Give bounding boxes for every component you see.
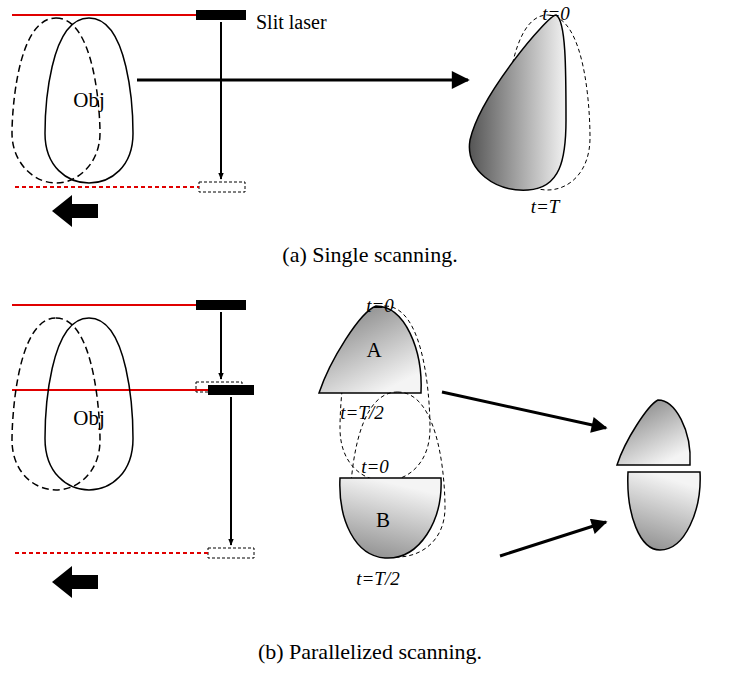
part-label: A: [366, 340, 381, 361]
part-label: B: [376, 510, 390, 531]
object-label: Obj: [73, 408, 105, 429]
laser-end-box: [199, 182, 245, 192]
laser-line: [12, 304, 196, 306]
scan-arrow: [230, 397, 232, 545]
shape-outline: [45, 318, 133, 490]
laser-line: [12, 14, 196, 16]
object-outline: Obj: [45, 318, 133, 490]
merge-arrow: [442, 392, 606, 428]
time-label: t=0: [542, 4, 570, 23]
parallel-scan-setup: [12, 300, 700, 598]
shape-path: [319, 306, 421, 393]
shape-path: [45, 18, 133, 183]
scanned-part-b: Bt=0 t=T/2: [335, 460, 445, 588]
shape-outline: [468, 5, 600, 220]
laser-bar: [196, 10, 246, 20]
time-label: t=T: [531, 197, 560, 216]
laser-end-line: [15, 186, 199, 188]
time-label: t=T/2: [356, 569, 399, 588]
shape-path: [340, 478, 441, 558]
merge-arrow: [500, 522, 606, 556]
object-label: Obj: [73, 90, 105, 111]
scan-arrow: [220, 312, 222, 379]
laser-end-box: [208, 548, 254, 558]
scanned-shape: t=0 t=T: [468, 5, 600, 220]
laser-bar: [196, 300, 246, 310]
motion-arrow: [52, 195, 98, 227]
scan-arrow: [220, 22, 222, 179]
object-outline: Obj: [45, 18, 133, 183]
laser-label: Slit laser: [256, 12, 327, 32]
caption: (a) Single scanning.: [282, 244, 457, 266]
caption: (b) Parallelized scanning.: [258, 641, 482, 663]
shape-path: [45, 318, 133, 490]
motion-arrow: [52, 566, 98, 598]
flow-arrow: [137, 79, 468, 82]
merged-upper-part: [617, 400, 690, 465]
time-label: t=0: [366, 296, 394, 315]
single-scan-setup: [12, 10, 246, 227]
laser-line: [12, 389, 208, 391]
time-label: t=0: [361, 457, 389, 476]
shape-path: [469, 15, 566, 190]
merged-lower-part: [628, 472, 700, 550]
laser-bar: [208, 385, 254, 395]
moved-object-outline: [12, 318, 100, 490]
scanned-part-a: At=0 t=T/2: [318, 296, 433, 422]
time-label: t=T/2: [340, 403, 383, 422]
laser-end-line: [15, 552, 208, 554]
